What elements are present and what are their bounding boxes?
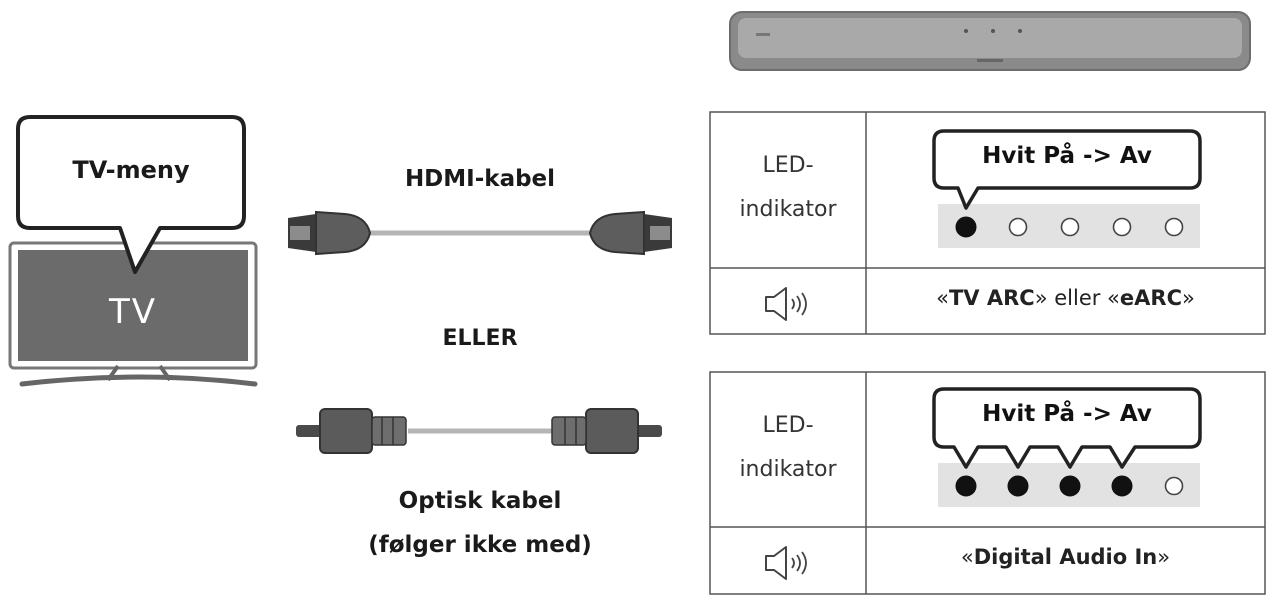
led-on [955,475,977,497]
led-off [1008,217,1028,237]
tv-illustration [8,241,258,387]
led-bubble [932,129,1202,210]
optical-cable [296,408,662,454]
panel-2-table [709,371,1266,595]
led-indicator-label: LED-indikator [739,413,837,482]
panel-1-table [709,111,1266,335]
led-bubble [932,387,1202,469]
or-label: ELLER [442,326,518,351]
led-on [1111,475,1133,497]
optical-cable-label: Optisk kabel [398,488,562,514]
speaker-icon [765,287,807,321]
optical-cable-note: (følger ikke med) [368,532,592,558]
led-off [1164,217,1184,237]
led-on [1059,475,1081,497]
led-indicator-label: LED-indikator [739,153,837,222]
tv-menu-bubble [16,115,246,274]
led-on [955,216,977,238]
hdmi-cable [288,210,672,256]
tv-menu-label: TV-meny [72,156,190,184]
led-bubble-text: Hvit På -> Av [982,401,1152,427]
hdmi-cable-label: HDMI-kabel [404,166,556,192]
led-off [1164,476,1184,496]
speaker-icon [765,546,807,580]
tv-screen-label: TV [108,292,158,332]
led-off [1112,217,1132,237]
led-bubble-text: Hvit På -> Av [982,143,1152,169]
input-mode-label: «TV ARC» eller «eARC» [936,286,1195,310]
input-mode-label: «Digital Audio In» [960,545,1171,569]
led-off [1060,217,1080,237]
led-on [1007,475,1029,497]
soundbar [729,11,1251,71]
